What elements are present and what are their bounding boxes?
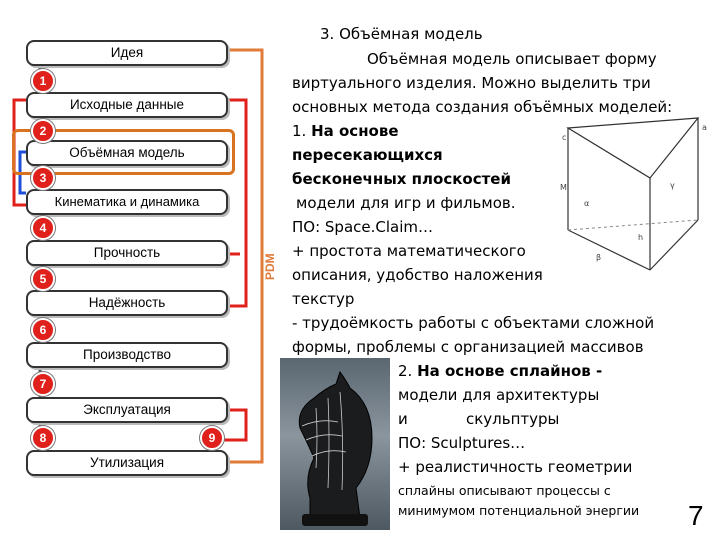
method-1-title-3: бесконечных плоскостей (292, 170, 511, 188)
intro-line-3: основных метода создания объёмных моделе… (292, 98, 673, 116)
page-number: 7 (688, 500, 704, 531)
pdm-label: PDM (263, 253, 277, 280)
method-1-heading: 1. На основе (292, 119, 399, 143)
step-number-1: 1 (31, 69, 55, 93)
prism-bottom-front-left (567, 229, 651, 271)
step-number-6: 6 (31, 318, 55, 342)
section-heading: 3. Объёмная модель (320, 22, 483, 46)
prism-label-beta: β (596, 253, 601, 262)
stage-idea: Идея (26, 40, 228, 66)
step-number-9: 9 (200, 426, 224, 450)
step-number-3: 3 (31, 166, 55, 190)
step-number-5: 5 (31, 267, 55, 291)
method-2-title: На основе сплайнов - (417, 362, 603, 380)
method-2-note-2: минимумом потенциальной энергии (398, 503, 640, 518)
knight-base (302, 514, 368, 526)
method-1-software: ПО: Space.Claim… (292, 218, 433, 236)
method-2-number: 2. (398, 362, 413, 380)
stage-disposal: Утилизация (26, 450, 228, 476)
prism-label-gamma: γ (670, 181, 675, 190)
method-1-plus-2: описания, удобство наложения (292, 266, 543, 284)
method-1-minus-2: формы, проблемы с организацией массивов (292, 338, 644, 356)
method-2-use-1: модели для архитектуры (398, 386, 600, 404)
prism-label-a: a (702, 123, 707, 132)
prism-diagonal (567, 127, 651, 179)
prism-hidden-edge (567, 219, 699, 231)
step-number-8: 8 (31, 426, 55, 450)
method-2-use-2b: скульптуры (466, 410, 560, 428)
prism-label-m: M (560, 183, 567, 192)
prism-label-c: c (562, 133, 566, 142)
step-number-4: 4 (31, 216, 55, 240)
method-1-plus-1: + простота математического (292, 242, 526, 260)
method-2-use-2a: и (398, 410, 408, 428)
stage-kinematics: Кинематика и динамика (26, 189, 228, 215)
section-title: Объёмная модель (339, 25, 483, 43)
prism-label-h: h (638, 233, 643, 242)
step-number-2: 2 (31, 119, 55, 143)
current-stage-highlight (12, 129, 235, 175)
red-right-loop (228, 98, 248, 308)
method-1-minus-1: - трудоёмкость работы с объектами сложно… (292, 314, 655, 332)
method-2-plus: + реалистичность геометрии (398, 458, 633, 476)
stage-production: Производство (26, 342, 228, 368)
method-1-title-1: На основе (311, 122, 399, 140)
section-number: 3. (320, 25, 335, 43)
knight-render-image (280, 358, 390, 530)
method-2-software: ПО: Sculptures… (398, 434, 526, 452)
stage-strength: Прочность (26, 240, 228, 266)
method-1-plus-3: текстур (292, 290, 355, 308)
intro-line-2: виртуального изделия. Можно выделить три (292, 74, 651, 92)
prism-bottom-front-right (649, 219, 699, 271)
pdm-bracket (228, 48, 264, 464)
method-1-title-2: пересекающихся (292, 146, 443, 164)
knight-spline-mesh (301, 391, 347, 491)
method-1-use: модели для игр и фильмов. (296, 194, 516, 212)
intro-line-1: Объёмная модель описывает форму (367, 50, 657, 68)
method-2-note-1: сплайны описывают процессы с (398, 483, 611, 498)
chess-knight-icon (298, 370, 373, 526)
prism-label-alpha: α (584, 199, 589, 208)
method-2-heading: 2. На основе сплайнов - (398, 359, 602, 383)
stage-input-data: Исходные данные (26, 92, 228, 118)
stage-operation: Эксплуатация (26, 397, 228, 423)
prism-illustration: c a M γ α h β (560, 117, 707, 271)
stage-reliability: Надёжность (26, 290, 228, 316)
step-number-7: 7 (31, 372, 55, 396)
method-1-number: 1. (292, 122, 307, 140)
stage-3d-model: Объёмная модель (26, 140, 228, 166)
knight-body (298, 370, 373, 519)
prism-top-face (566, 117, 700, 179)
red-bottom-loop (215, 408, 248, 442)
